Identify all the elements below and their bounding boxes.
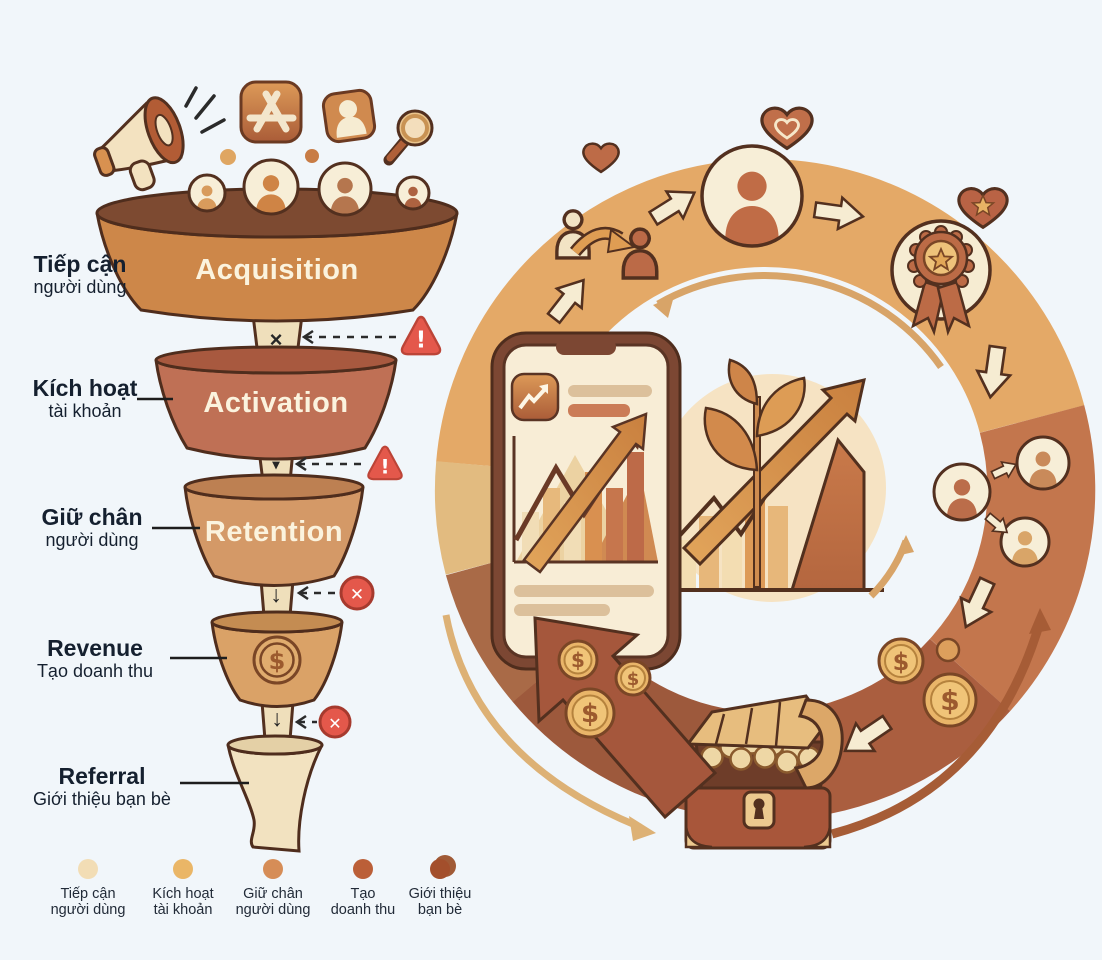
decorative-dot: [305, 149, 319, 163]
smartphone-analytics: [490, 331, 682, 671]
warning-triangle-icon: !: [367, 445, 403, 481]
app-store-icon: [239, 80, 303, 144]
legend-item-acquisition: Tiếp cận người dùng: [33, 859, 143, 918]
svg-text:!: !: [380, 454, 389, 478]
user-avatar-icons: [187, 158, 431, 217]
svg-text:✕: ✕: [350, 585, 364, 605]
stage-label-activation: Kích hoạt tài khoản: [32, 375, 138, 422]
neck-mark: ↓: [270, 581, 282, 607]
svg-text:$: $: [893, 648, 910, 676]
revenue-return-arrow: $ $ $: [533, 616, 718, 820]
heart-star-icon: [957, 187, 1009, 229]
svg-text:$: $: [269, 647, 286, 675]
funnel-stage-referral: [226, 734, 324, 853]
megaphone-icon: [93, 86, 226, 192]
svg-text:✕: ✕: [328, 714, 341, 733]
funnel-stage-revenue: $: [210, 610, 344, 708]
loop-arc-arrows: [442, 272, 1051, 841]
dropoff-connectors: [294, 329, 400, 730]
neck-mark: ▾: [272, 456, 280, 472]
neck-mark: ↓: [271, 705, 283, 731]
funnel-stage-title: Retention: [204, 516, 344, 548]
svg-text:$: $: [571, 648, 585, 672]
dollar-coin-icon: $: [252, 635, 302, 685]
legend-dot: [430, 859, 450, 879]
referral-network-icon: [932, 435, 1071, 568]
funnel-diagram: $ ! ! ✕: [95, 158, 459, 853]
svg-text:!: !: [416, 328, 426, 354]
decorative-dot: [220, 149, 236, 165]
svg-text:$: $: [581, 699, 599, 729]
stage-label-acquisition: Tiếp cận người dùng: [33, 251, 127, 298]
funnel-stage-retention: [183, 473, 365, 587]
legend-item-activation: Kích hoạt tài khoản: [128, 859, 238, 918]
neck-mark: ×: [269, 327, 283, 352]
contact-card-icon: [321, 88, 377, 144]
funnel-stage-title: Acquisition: [195, 254, 359, 286]
search-icon: [383, 109, 434, 166]
error-cross-icon: ✕: [339, 575, 375, 611]
svg-text:$: $: [627, 669, 640, 690]
engaged-user-avatar: [700, 144, 804, 248]
legend-dot: [263, 859, 283, 879]
stage-label-referral: Referral Giới thiệu bạn bè: [33, 763, 171, 810]
funnel-stage-activation: [154, 345, 398, 461]
heart-icon: [760, 106, 814, 150]
stage-label-revenue: Revenue Tạo doanh thu: [36, 635, 154, 682]
legend-dot: [353, 859, 373, 879]
label-connector-lines: [137, 397, 249, 785]
legend-dot: [173, 859, 193, 879]
growth-arrow: [522, 412, 648, 574]
legend-item-revenue: Tạo doanh thu: [308, 859, 418, 918]
svg-text:$: $: [940, 684, 959, 717]
legend-item-retention: Giữ chân người dùng: [218, 859, 328, 918]
heart-icon: [582, 142, 620, 174]
stage-label-retention: Giữ chân người dùng: [41, 504, 143, 551]
loop-center-growth-chart: [658, 358, 886, 602]
award-badge-icon: [890, 219, 992, 337]
legend-item-referral: Giới thiệu bạn bè: [385, 859, 495, 918]
growth-arrow: [681, 377, 866, 567]
error-cross-icon: ✕: [318, 705, 352, 739]
share-users-icon: [557, 211, 657, 278]
sprout-icon: [703, 358, 806, 588]
warning-triangle-icon: !: [400, 315, 442, 356]
coin-icons-ring: $ $: [877, 637, 978, 728]
funnel-stage-title: Activation: [203, 387, 349, 419]
treasure-chest-icon: [684, 694, 844, 850]
legend-dot: [78, 859, 98, 879]
trend-app-icon: [510, 372, 560, 422]
